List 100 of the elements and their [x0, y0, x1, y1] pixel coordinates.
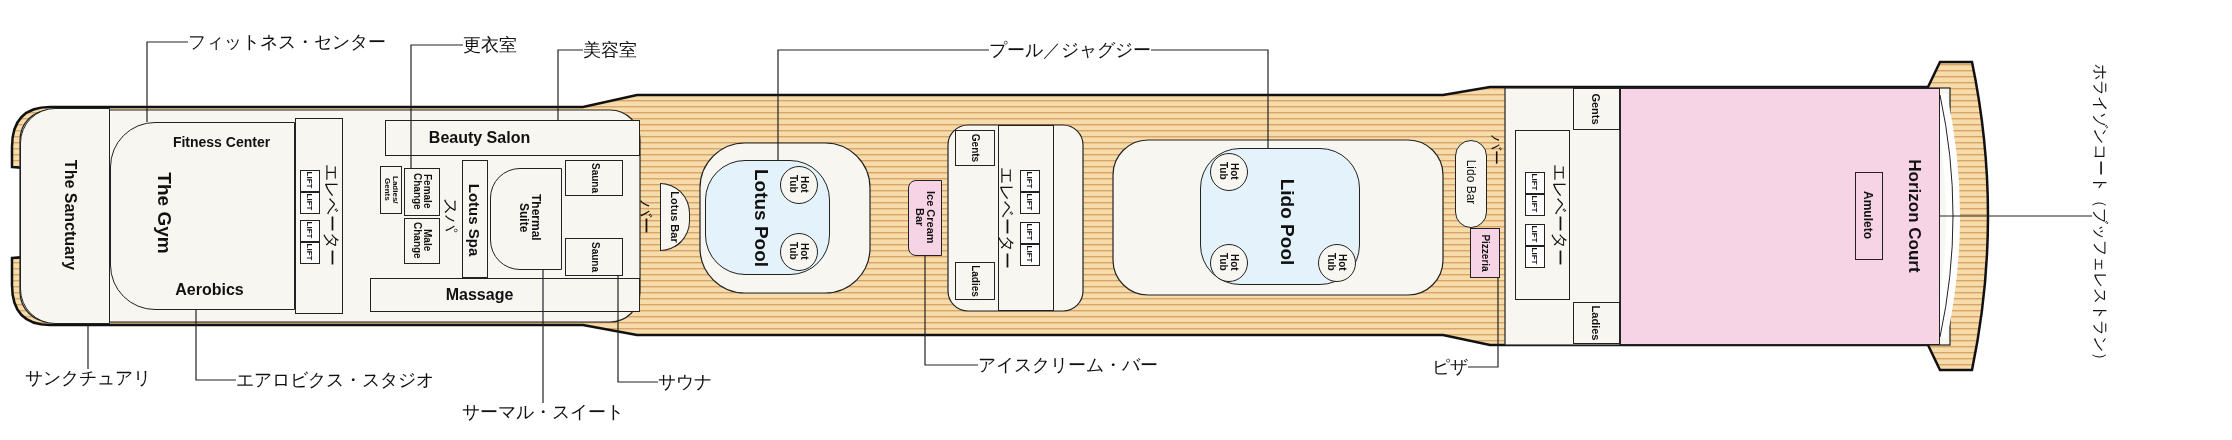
- bar-counter-label: Lido Bar: [1464, 159, 1477, 204]
- leader-line: [1150, 49, 1269, 149]
- room-area: [565, 238, 623, 276]
- room-area-label: Sauna: [589, 241, 600, 272]
- restroom: [1573, 302, 1620, 344]
- lift-car: [1019, 191, 1040, 214]
- hot-tub: [1209, 243, 1248, 282]
- lift-car-label: LIFT: [1529, 195, 1539, 213]
- restroom: [955, 262, 995, 300]
- restroom-label: Ladies: [1589, 305, 1602, 340]
- hot-tub-label: Hot Tub: [787, 174, 809, 195]
- hot-tub: [779, 232, 818, 271]
- room-area: [404, 218, 440, 264]
- room-area-label: Aerobics: [175, 281, 244, 298]
- room-area: [20, 108, 110, 324]
- hot-tub: [779, 165, 818, 204]
- leader-line: [1467, 277, 1499, 368]
- restroom-label: Gents: [1589, 92, 1602, 125]
- callout-label: サンクチュアリ: [25, 369, 151, 387]
- room-area-label: Sauna: [589, 162, 600, 193]
- room-area-label: Lotus Spa: [466, 183, 483, 256]
- hot-tub-label: Hot Tub: [1217, 161, 1239, 182]
- leader-line: [542, 269, 544, 404]
- pool-label: Lido Pool: [1277, 178, 1298, 265]
- lift-car: [1019, 169, 1040, 192]
- room-area: [490, 168, 562, 270]
- elevator-lobby: [998, 125, 1054, 311]
- hot-tub-label: Hot Tub: [1217, 252, 1239, 273]
- hot-tub: [1209, 152, 1248, 191]
- side-label: スパ: [441, 197, 460, 232]
- hot-tub: [1317, 243, 1356, 282]
- room-area: [404, 168, 440, 216]
- restroom-label: Ladies: [969, 264, 980, 297]
- lift-car-label: LIFT: [1024, 193, 1034, 211]
- lift-car-label: LIFT: [1529, 225, 1539, 243]
- lift-car-label: LIFT: [304, 221, 314, 239]
- room-area-label: Fitness Center: [172, 134, 271, 149]
- callout-label: サウナ: [658, 373, 712, 391]
- callout-label: ピザ: [1432, 358, 1468, 376]
- hot-tub-label: Hot Tub: [787, 241, 809, 262]
- lift-car: [1524, 193, 1545, 216]
- leader-line: [777, 49, 990, 161]
- leader-line: [87, 323, 89, 370]
- elevator-lobby: [1515, 130, 1570, 300]
- pool: [705, 160, 830, 275]
- room-area: [1854, 171, 1883, 260]
- side-label: バー: [636, 199, 655, 234]
- lift-car-label: LIFT: [1024, 223, 1034, 241]
- room-area-label: Beauty Salon: [428, 129, 531, 146]
- restroom-label: Ladies/ Gents: [382, 174, 399, 206]
- room-area: [565, 160, 623, 196]
- bar-counter: [908, 180, 942, 256]
- lift-car: [299, 219, 320, 242]
- lift-car-label: LIFT: [1529, 247, 1539, 265]
- callout-label: 美容室: [583, 41, 637, 59]
- lift-car: [1524, 223, 1545, 246]
- callout-label: プール／ジャグジー: [989, 41, 1151, 59]
- lift-car: [299, 191, 320, 214]
- room-area: [385, 120, 640, 156]
- elevator-lobby-label: エレベーター: [997, 166, 1016, 269]
- callout-label: 更衣室: [463, 36, 517, 54]
- side-label: バー: [1488, 134, 1505, 165]
- hot-tub-label: Hot Tub: [1325, 252, 1347, 273]
- lift-car: [299, 169, 320, 192]
- pool: [1200, 148, 1360, 285]
- callout-label: アイスクリーム・バー: [978, 356, 1158, 374]
- room-area: [110, 122, 295, 310]
- bar-counter-label: Ice Cream Bar: [912, 190, 937, 246]
- lift-car: [1019, 221, 1040, 244]
- restroom-label: Gents: [969, 133, 980, 162]
- leader-line: [924, 255, 979, 366]
- room-area-label: Thermal Suite: [516, 193, 543, 243]
- restroom: [955, 130, 995, 166]
- callout-label: フィットネス・センター: [188, 33, 386, 51]
- callout-label: エアロビクス・スタジオ: [236, 371, 434, 389]
- lift-car-label: LIFT: [304, 193, 314, 211]
- restroom: [1573, 88, 1620, 130]
- room-area-label: The Gym: [154, 171, 175, 254]
- restaurant-area-label: Horizon Court: [1905, 158, 1924, 273]
- callout-label: サーマル・スイート: [462, 403, 624, 421]
- room-area-label: The Sanctuary: [61, 159, 78, 270]
- bar-counter: [1470, 228, 1500, 278]
- pool-label: Lotus Pool: [751, 168, 772, 267]
- leader-line: [1939, 215, 2093, 217]
- elevator-lobby-label: エレベーター: [322, 163, 341, 266]
- elevator-lobby-label: エレベーター: [1550, 163, 1569, 266]
- restroom: [380, 166, 402, 214]
- room-area-label: Male Change: [411, 221, 432, 261]
- lift-car: [299, 241, 320, 264]
- lift-car-label: LIFT: [304, 243, 314, 261]
- bar-counter-label: Lotus Bar: [668, 190, 681, 243]
- lift-car-label: LIFT: [1529, 173, 1539, 191]
- lift-car-label: LIFT: [1024, 245, 1034, 263]
- elevator-lobby: [295, 118, 343, 314]
- room-area-label: Female Change: [411, 172, 432, 212]
- leader-line: [410, 44, 464, 169]
- bar-counter-label: Pizzeria: [1479, 233, 1490, 272]
- lift-car: [1524, 245, 1545, 268]
- leader-line: [195, 309, 237, 381]
- callout-label: ホライゾンコート（ブッフェレストラン）: [2092, 64, 2108, 368]
